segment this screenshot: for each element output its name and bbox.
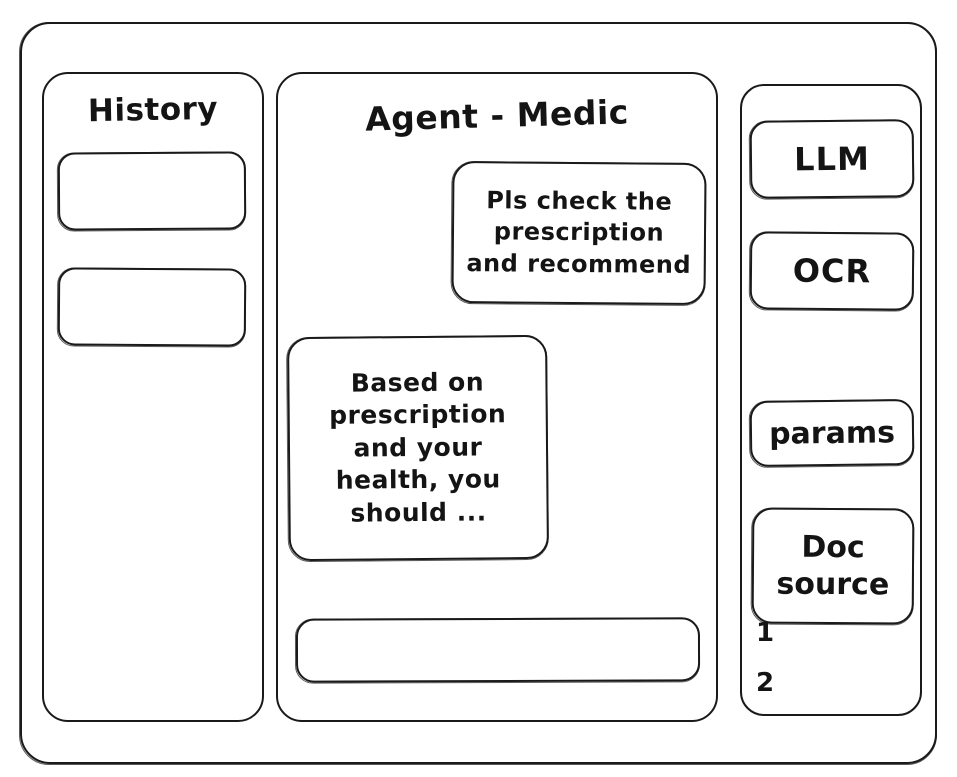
tool-button-ocr[interactable]: OCR <box>749 231 915 311</box>
message-input[interactable] <box>295 617 701 683</box>
tool-button-ocr-label: OCR <box>792 251 872 291</box>
chat-message-assistant-text: Based on prescription and your health, y… <box>328 367 507 528</box>
chat-message-assistant: Based on prescription and your health, y… <box>287 334 549 562</box>
chat-panel <box>276 72 718 722</box>
history-panel-title: History <box>87 90 219 130</box>
chat-message-user-text: Pls check the prescription and recommend <box>466 186 692 279</box>
doc-source-button[interactable]: Doc source <box>751 507 915 625</box>
chat-message-user: Pls check the prescription and recommend <box>451 161 707 305</box>
tools-panel <box>740 84 922 716</box>
tool-button-llm-label: LLM <box>793 139 871 179</box>
history-list-item[interactable] <box>57 267 247 347</box>
tool-button-llm[interactable]: LLM <box>749 119 915 199</box>
doc-source-entry[interactable]: 2 <box>756 668 775 698</box>
doc-source-label: Doc source <box>776 529 890 603</box>
tool-button-params-label: params <box>768 414 896 452</box>
tool-button-params[interactable]: params <box>749 399 915 467</box>
history-panel <box>42 72 264 722</box>
doc-source-entry[interactable]: 1 <box>756 618 775 648</box>
history-list-item[interactable] <box>57 151 247 231</box>
